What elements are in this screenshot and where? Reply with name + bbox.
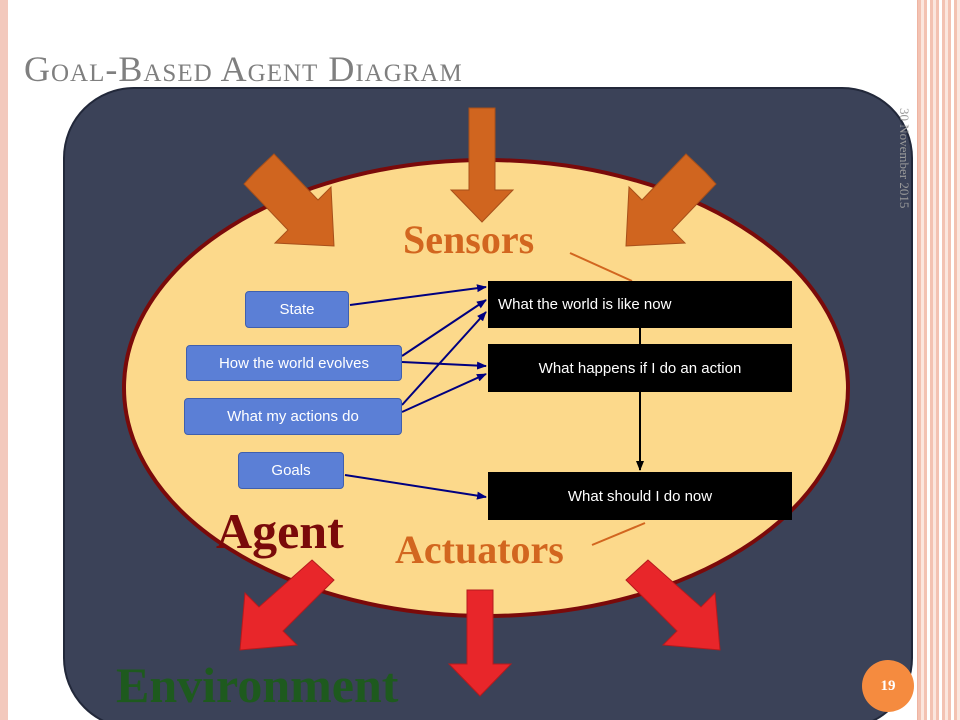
decorative-line [917, 0, 918, 720]
arrow-goals-to-should [344, 474, 487, 500]
what-happens-box: What happens if I do an action [488, 344, 792, 392]
sensor-arrow-right [625, 153, 717, 247]
actuator-arrow-right [625, 559, 721, 651]
slide-title: Goal-Based Agent Diagram [24, 49, 463, 89]
world-now-box: What the world is like now [488, 281, 792, 328]
what-my-actions-do-box: What my actions do [184, 398, 402, 435]
actuator-arrow-center [447, 589, 513, 697]
sensor-arrow-left [243, 153, 335, 247]
goals-box: Goals [238, 452, 344, 489]
actuators-label: Actuators [395, 527, 564, 572]
slide-left-border [0, 0, 8, 720]
actuators-pointer-line [591, 522, 646, 546]
agent-label: Agent [216, 503, 344, 559]
connection-arrows [344, 284, 487, 500]
how-world-evolves-box: How the world evolves [186, 345, 402, 381]
sensor-arrows [243, 107, 717, 247]
sensors-pointer-line [569, 252, 633, 282]
arrow-actions-to-happens [401, 373, 487, 413]
decorative-stripes [918, 0, 960, 720]
sensors-label: Sensors [403, 217, 535, 262]
arrow-state-to-world [349, 284, 487, 306]
slide-date: 30 November 2015 [897, 108, 912, 209]
environment-label: Environment [116, 657, 399, 713]
arrow-evolves-to-happens [401, 361, 487, 370]
what-should-box: What should I do now [488, 472, 792, 520]
arrow-actions-to-world [401, 311, 487, 406]
state-box: State [245, 291, 349, 328]
page-number-badge: 19 [862, 660, 914, 712]
sensor-arrow-center [449, 107, 515, 223]
arrow-evolves-to-world [401, 299, 487, 357]
actuator-arrow-left [239, 559, 335, 651]
actuator-arrows [239, 559, 721, 697]
